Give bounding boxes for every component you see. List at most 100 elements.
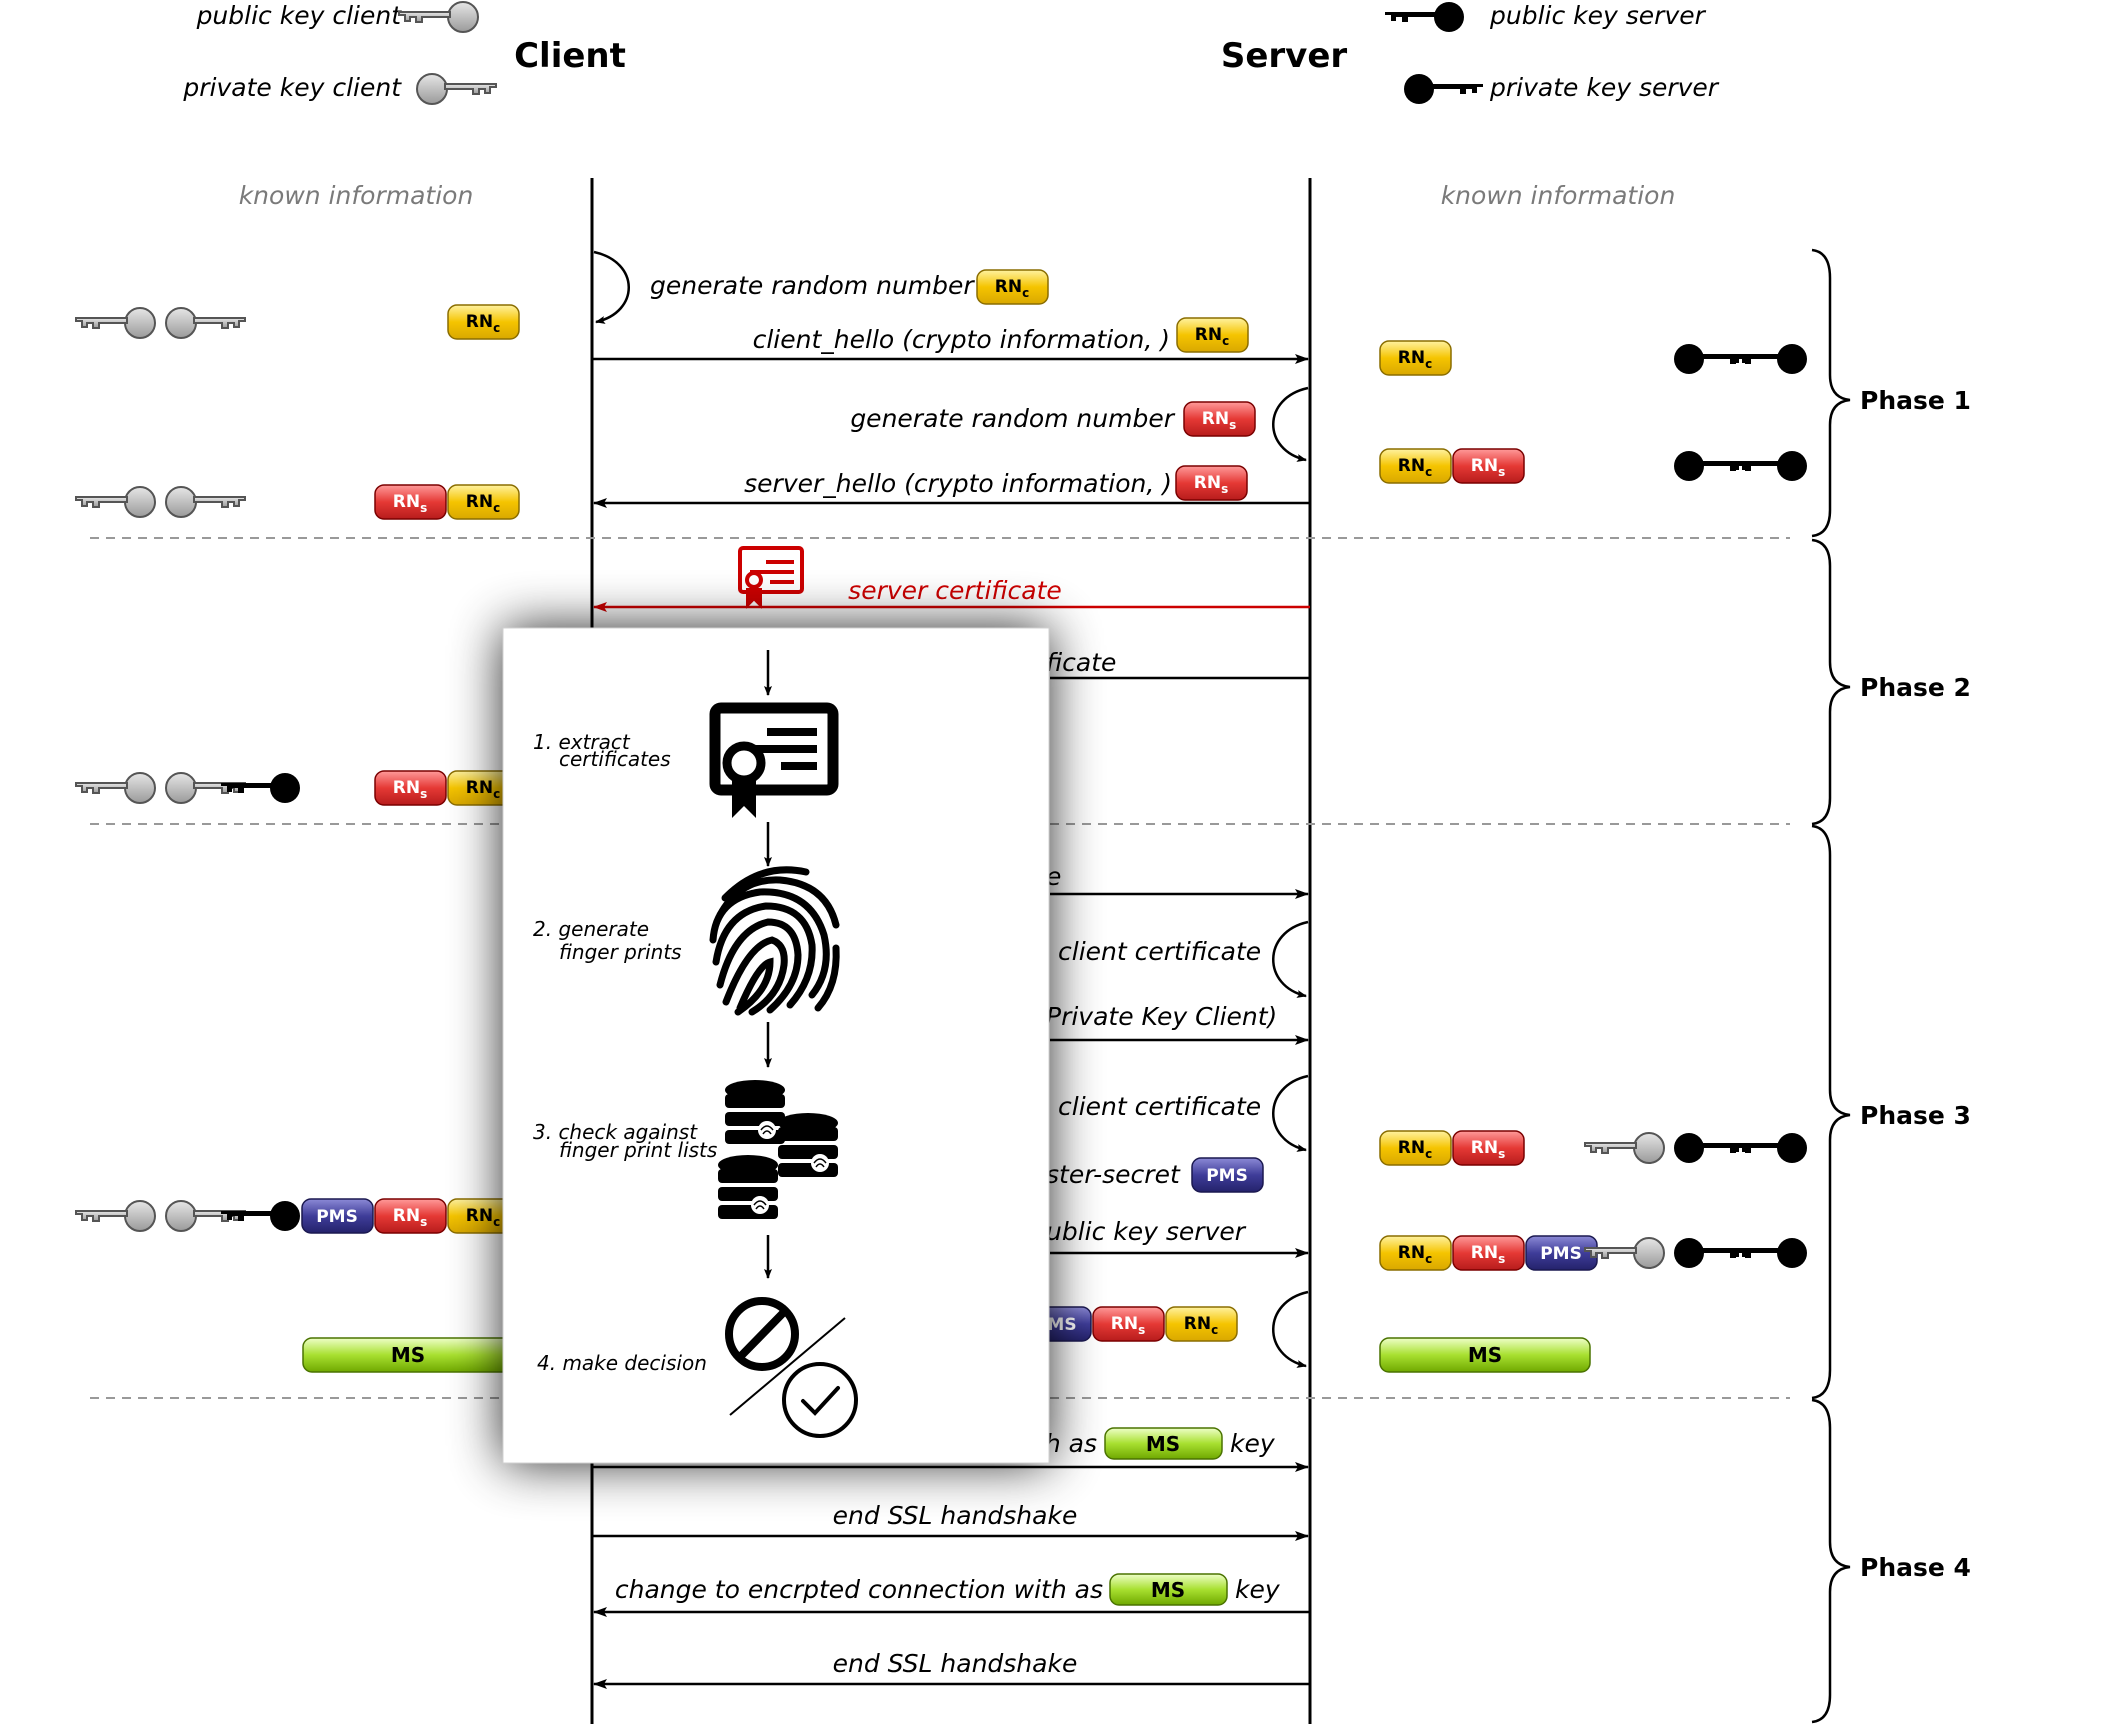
svg-text:PMS: PMS	[1206, 1166, 1248, 1186]
token-rnc: RNc	[1165, 1306, 1238, 1342]
token-rnc: RNc	[447, 770, 520, 806]
svg-text:MS: MS	[1468, 1343, 1502, 1367]
svg-text:RNs: RNs	[1471, 1243, 1505, 1266]
token-rnc: RNc	[447, 304, 520, 340]
phase-2-brace	[1811, 538, 1851, 826]
popup-step-2-line2: finger prints	[559, 940, 682, 964]
database-icon	[718, 1080, 838, 1219]
svg-text:RNc: RNc	[466, 1206, 500, 1229]
inspection-popup: 1. extract certificates 2. generate fing…	[502, 627, 1050, 1464]
svg-text:RNs: RNs	[1111, 1314, 1145, 1337]
token-pms: PMS	[1525, 1235, 1598, 1271]
key-icon-public-server	[1728, 451, 1807, 481]
token-rns: RNs	[1183, 401, 1256, 437]
svg-text:RNc: RNc	[995, 277, 1029, 300]
svg-text:PMS: PMS	[316, 1207, 358, 1227]
svg-text:RNc: RNc	[1398, 348, 1432, 371]
msg-client-certificate-2: client certificate	[1058, 1092, 1261, 1121]
svg-text:RNs: RNs	[1471, 1138, 1505, 1161]
token-rns: RNs	[1092, 1306, 1165, 1342]
msg-ficate: ficate	[1046, 648, 1116, 677]
msg-e: e	[1046, 862, 1061, 891]
token-pms: PMS	[301, 1198, 374, 1234]
svg-text:RNs: RNs	[1194, 473, 1228, 496]
key-icon-public-client	[75, 486, 156, 518]
msg-server-certificate: server certificate	[848, 576, 1062, 605]
svg-text:MS: MS	[1146, 1432, 1180, 1456]
certificate-icon-red	[738, 546, 804, 609]
key-icon-private-server-legend	[1404, 74, 1483, 104]
self-arrow-server-verify-1	[1272, 920, 1309, 998]
svg-text:RNc: RNc	[1195, 325, 1229, 348]
svg-text:RNs: RNs	[1202, 409, 1236, 432]
decision-icon	[725, 1297, 858, 1438]
svg-text:RNs: RNs	[393, 1206, 427, 1229]
known-information-left: known information	[239, 181, 474, 210]
key-icon-public-client	[1584, 1132, 1665, 1164]
key-icon-public-server	[221, 1201, 300, 1231]
phase-3-brace	[1811, 824, 1851, 1400]
svg-text:RNs: RNs	[1471, 456, 1505, 479]
token-rns: RNs	[1452, 448, 1525, 484]
token-rnc: RNc	[1176, 317, 1249, 353]
svg-text:RNc: RNc	[466, 312, 500, 335]
self-arrow-server-generate	[1272, 386, 1309, 462]
svg-text:RNs: RNs	[393, 778, 427, 801]
legend-public-key-client: public key client	[196, 1, 403, 30]
client-header: Client	[514, 36, 626, 76]
token-pms: PMS	[1191, 1157, 1264, 1193]
token-rnc: RNc	[1379, 448, 1452, 484]
msg-client-hello: client_hello (crypto information, )	[753, 325, 1170, 354]
phase-4-label: Phase 4	[1860, 1553, 1971, 1582]
phase-4-brace	[1811, 1398, 1851, 1724]
popup-step-3-line2: finger print lists	[559, 1138, 717, 1162]
svg-text:MS: MS	[391, 1343, 425, 1367]
key-icon-private-client-legend	[416, 73, 497, 105]
key-icon-public-client	[75, 307, 156, 339]
svg-text:RNc: RNc	[1398, 456, 1432, 479]
svg-text:RNc: RNc	[466, 492, 500, 515]
msg-end-ssl-handshake-1: end SSL handshake	[833, 1501, 1078, 1530]
msg-ublic-key-server: ublic key server	[1046, 1217, 1247, 1246]
popup-step-1-line1: 1. extract	[533, 730, 631, 754]
fingerprint-icon	[709, 866, 840, 1016]
token-rns: RNs	[374, 770, 447, 806]
key-icon-private-client	[165, 486, 246, 518]
msg-client-certificate-1: client certificate	[1058, 937, 1261, 966]
token-rnc: RNc	[1379, 1235, 1452, 1271]
token-rns: RNs	[374, 1198, 447, 1234]
known-information-right: known information	[1441, 181, 1676, 210]
svg-text:RNs: RNs	[393, 492, 427, 515]
msg-h-as: h as	[1045, 1429, 1097, 1458]
svg-text:RNc: RNc	[1398, 1138, 1432, 1161]
key-icon-public-server	[221, 773, 300, 803]
popup-step-3-line1: 3. check against	[533, 1120, 698, 1144]
msg-key-2: key	[1235, 1575, 1281, 1604]
self-arrow-client-generate	[593, 250, 630, 324]
token-rnc: RNc	[976, 269, 1049, 305]
token-ms-server: MS	[1379, 1337, 1591, 1373]
token-rnc: RNc	[447, 484, 520, 520]
popup-step-2-line1: 2. generate	[533, 917, 649, 941]
token-ms-inline: MS	[1109, 1573, 1228, 1606]
msg-generate-random-server: generate random number	[850, 404, 1175, 433]
popup-step-4-line1: 4. make decision	[537, 1351, 707, 1375]
svg-text:RNc: RNc	[466, 778, 500, 801]
token-rnc: RNc	[1379, 1130, 1452, 1166]
svg-text:PMS: PMS	[1540, 1244, 1582, 1264]
certificate-icon	[709, 702, 839, 818]
self-arrow-server-verify-2	[1272, 1074, 1309, 1152]
phase-2-label: Phase 2	[1860, 673, 1971, 702]
legend-private-key-server: private key server	[1489, 73, 1720, 102]
msg-private-key-client: Private Key Client)	[1046, 1002, 1277, 1031]
svg-text:RNc: RNc	[1398, 1243, 1432, 1266]
token-rns: RNs	[374, 484, 447, 520]
phase-3-label: Phase 3	[1860, 1101, 1971, 1130]
key-icon-public-server	[1728, 344, 1807, 374]
token-rnc: RNc	[447, 1198, 520, 1234]
token-ms-client: MS	[302, 1337, 514, 1373]
svg-text:RNc: RNc	[1184, 1314, 1218, 1337]
token-ms-inline: MS	[1104, 1427, 1223, 1460]
msg-end-ssl-handshake-2: end SSL handshake	[833, 1649, 1078, 1678]
